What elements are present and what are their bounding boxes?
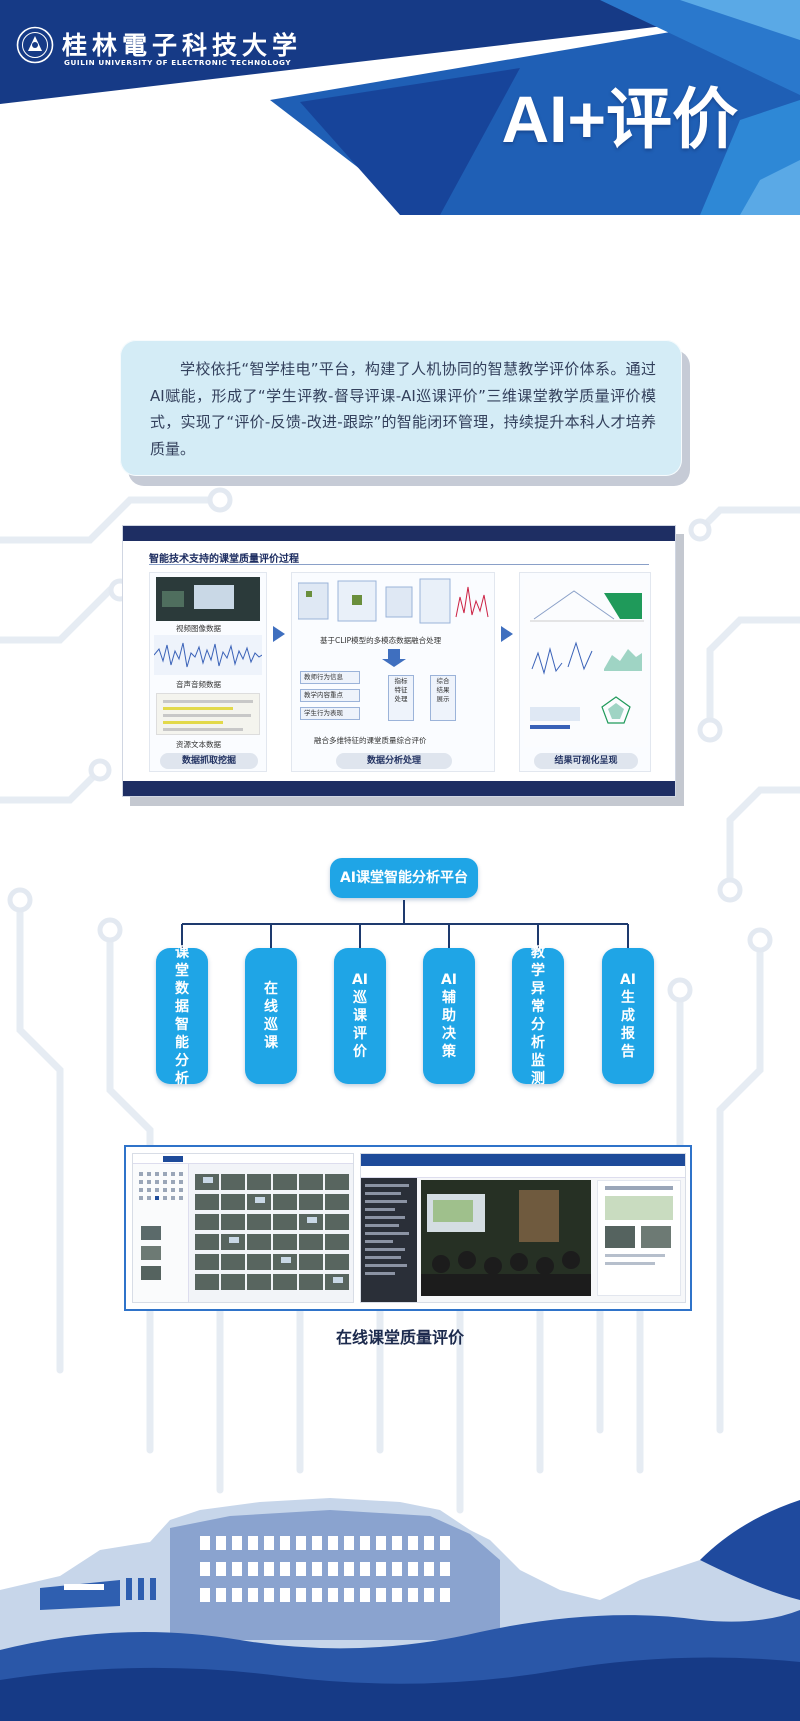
visualization-label: 结果可视化呈现 [534,753,638,769]
feature-processing-box: 指标特征处理 [388,675,414,721]
student-behavior-box: 学生行为表现 [300,707,360,720]
text-data-caption: 资源文本数据 [176,740,221,749]
process-arrow-1 [273,626,285,642]
teacher-behavior-box: 教师行为信息 [300,671,360,684]
leaf-label: 在线巡课 [264,981,278,1051]
classroom-video-thumbnail [156,577,260,621]
process-title-divider [149,564,649,565]
leaf-label: 课堂数据智能分析 [175,945,189,1087]
leaf-online-patrol: 在线巡课 [245,948,297,1084]
header-banner: 桂林電子科技大学 GUILIN UNIVERSITY OF ELECTRONIC… [0,0,800,215]
data-capture-column: 视频图像数据 音声音频数据 资源文本数据 数据抓取挖掘 [149,572,267,772]
process-top-bar [123,526,675,541]
intro-card: 学校依托“智学桂电”平台，构建了人机协同的智慧教学评价体系。通过AI赋能，形成了… [120,340,682,476]
leaf-ai-report-generation: AI生成报告 [602,948,654,1084]
online-evaluation-screenshots [124,1145,692,1311]
process-title: 智能技术支持的课堂质量评价过程 [149,554,299,565]
patrol-grid-screenshot [132,1153,354,1303]
leaf-label: AI辅助决策 [440,972,458,1060]
leaf-ai-patrol-evaluation: AI巡课评价 [334,948,386,1084]
audio-data-caption: 音声音频数据 [176,680,221,689]
visualization-charts [524,579,648,747]
process-arrow-2 [501,626,513,642]
data-analysis-label: 数据分析处理 [336,753,452,769]
leaf-classroom-data-analysis: 课堂数据智能分析 [156,945,208,1087]
audio-waveform [154,635,262,675]
page-title: AI+评价 [501,82,738,156]
leaf-label: AI巡课评价 [351,972,369,1060]
header-background [0,0,800,215]
platform-tree-connectors [181,900,629,948]
university-emblem-icon [16,26,54,64]
process-figure: 智能技术支持的课堂质量评价过程 视频图像数据 音声音频数据 资源文本数据 数据抓… [122,525,676,797]
result-display-box: 综合结果展示 [430,675,456,721]
fusion-caption: 融合多维特征的课堂质量综合评价 [314,736,427,745]
university-name-en: GUILIN UNIVERSITY OF ELECTRONIC TECHNOLO… [64,58,292,67]
data-capture-label: 数据抓取挖掘 [160,753,258,769]
clip-model-diagram [298,578,489,624]
visualization-column: 结果可视化呈现 [519,572,651,772]
leaf-label: AI生成报告 [619,972,637,1060]
classroom-camera-grid [195,1174,349,1290]
leaf-teaching-anomaly-monitoring: 教学异常分析监测 [512,945,564,1087]
intro-text: 学校依托“智学桂电”平台，构建了人机协同的智慧教学评价体系。通过AI赋能，形成了… [150,360,656,458]
leaf-ai-decision-support: AI辅助决策 [423,948,475,1084]
ai-patrol-screenshot [360,1153,686,1303]
screenshots-caption: 在线课堂质量评价 [335,1328,464,1347]
calendar-widget [139,1172,183,1200]
data-analysis-column: 基于CLIP模型的多模态数据融合处理 教师行为信息 教学内容重点 学生行为表现 … [291,572,495,772]
classroom-live-video [421,1180,591,1296]
teaching-content-box: 教学内容重点 [300,689,360,702]
clip-caption: 基于CLIP模型的多模态数据融合处理 [320,636,442,645]
video-data-caption: 视频图像数据 [176,624,221,633]
analysis-down-arrow [388,649,400,659]
text-resource-thumbnail [156,693,260,735]
university-name-cn: 桂林電子科技大学 [62,31,303,60]
platform-root-node: AI课堂智能分析平台 [330,858,478,898]
transcript-panel [365,1184,409,1275]
campus-skyline-footer [0,1498,800,1721]
process-bottom-bar [123,781,675,796]
leaf-label: 教学异常分析监测 [531,945,545,1087]
